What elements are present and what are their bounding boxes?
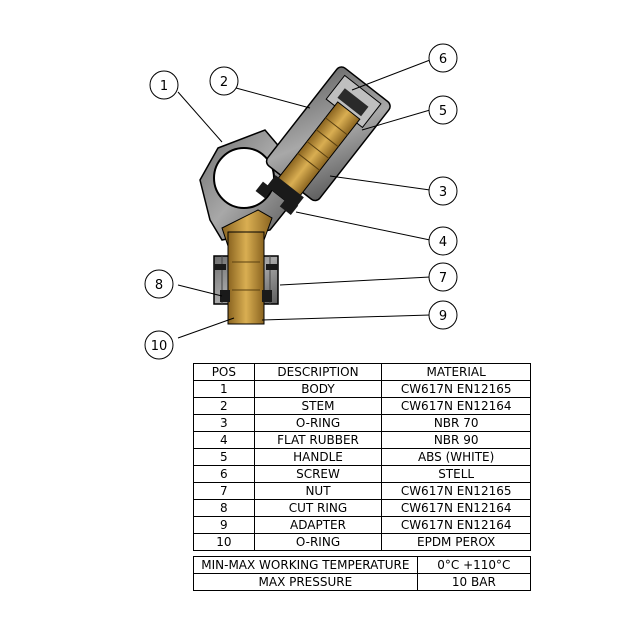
material-cell: ABS (WHITE) bbox=[381, 448, 531, 466]
pos-cell: 6 bbox=[193, 465, 255, 483]
material-cell: CW617N EN12164 bbox=[381, 499, 531, 517]
callout-10: 10 bbox=[144, 330, 174, 360]
pressure-row: MAX PRESSURE 10 BAR bbox=[193, 573, 532, 591]
o-ring-stem bbox=[255, 181, 273, 199]
pos-cell: 2 bbox=[193, 397, 255, 415]
adapter bbox=[227, 231, 265, 325]
material-cell: EPDM PEROX bbox=[381, 533, 531, 551]
description-cell: BODY bbox=[253, 380, 383, 398]
description-cell: O-RING bbox=[253, 533, 383, 551]
pos-cell: 7 bbox=[193, 482, 255, 500]
temperature-value: 0°C +110°C bbox=[416, 556, 532, 574]
cut-ring bbox=[220, 290, 230, 302]
svg-text:9: 9 bbox=[439, 309, 447, 324]
pos-cell: 4 bbox=[193, 431, 255, 449]
material-cell: STELL bbox=[381, 465, 531, 483]
pos-cell: 3 bbox=[193, 414, 255, 432]
pos-cell: 9 bbox=[193, 516, 255, 534]
description-cell: ADAPTER bbox=[253, 516, 383, 534]
callout-1: 1 bbox=[149, 70, 179, 100]
description-cell: SCREW bbox=[253, 465, 383, 483]
material-cell: NBR 70 bbox=[381, 414, 531, 432]
o-ring-lower bbox=[262, 290, 272, 302]
pos-cell: 8 bbox=[193, 499, 255, 517]
table-header-row: POS DESCRIPTION MATERIAL bbox=[193, 363, 531, 381]
pos-cell: 5 bbox=[193, 448, 255, 466]
svg-text:1: 1 bbox=[160, 79, 168, 94]
valve-section-drawing: 1 2 3 4 5 6 7 8 9 10 bbox=[144, 43, 458, 360]
callout-3: 3 bbox=[428, 176, 458, 206]
material-cell: CW617N EN12165 bbox=[381, 380, 531, 398]
svg-text:3: 3 bbox=[439, 185, 447, 200]
header-material: MATERIAL bbox=[381, 363, 531, 381]
svg-text:4: 4 bbox=[439, 235, 447, 250]
conditions-table: MIN-MAX WORKING TEMPERATURE 0°C +110°C M… bbox=[193, 556, 532, 591]
header-pos: POS bbox=[193, 363, 255, 381]
callout-9: 9 bbox=[428, 300, 458, 330]
pressure-value: 10 BAR bbox=[416, 573, 532, 591]
description-cell: HANDLE bbox=[253, 448, 383, 466]
svg-text:8: 8 bbox=[155, 278, 163, 293]
valve-stem bbox=[266, 101, 361, 209]
material-cell: CW617N EN12165 bbox=[381, 482, 531, 500]
callout-5: 5 bbox=[428, 95, 458, 125]
description-cell: FLAT RUBBER bbox=[253, 431, 383, 449]
temperature-label: MIN-MAX WORKING TEMPERATURE bbox=[193, 556, 418, 574]
material-cell: CW617N EN12164 bbox=[381, 516, 531, 534]
description-cell: CUT RING bbox=[253, 499, 383, 517]
pos-cell: 10 bbox=[193, 533, 255, 551]
callout-8: 8 bbox=[144, 269, 174, 299]
material-cell: CW617N EN12164 bbox=[381, 397, 531, 415]
header-description: DESCRIPTION bbox=[253, 363, 383, 381]
callout-4: 4 bbox=[428, 226, 458, 256]
svg-text:2: 2 bbox=[220, 75, 228, 90]
description-cell: STEM bbox=[253, 397, 383, 415]
flat-rubber bbox=[279, 196, 299, 216]
description-cell: O-RING bbox=[253, 414, 383, 432]
callout-2: 2 bbox=[209, 66, 239, 96]
material-cell: NBR 90 bbox=[381, 431, 531, 449]
leader-lines bbox=[177, 59, 431, 339]
svg-text:6: 6 bbox=[439, 52, 447, 67]
description-cell: NUT bbox=[253, 482, 383, 500]
svg-text:7: 7 bbox=[439, 271, 447, 286]
temperature-row: MIN-MAX WORKING TEMPERATURE 0°C +110°C bbox=[193, 556, 532, 574]
callout-6: 6 bbox=[428, 43, 458, 73]
pressure-label: MAX PRESSURE bbox=[193, 573, 418, 591]
pos-cell: 1 bbox=[193, 380, 255, 398]
svg-text:5: 5 bbox=[439, 104, 447, 119]
svg-text:10: 10 bbox=[151, 339, 168, 354]
callout-7: 7 bbox=[428, 262, 458, 292]
